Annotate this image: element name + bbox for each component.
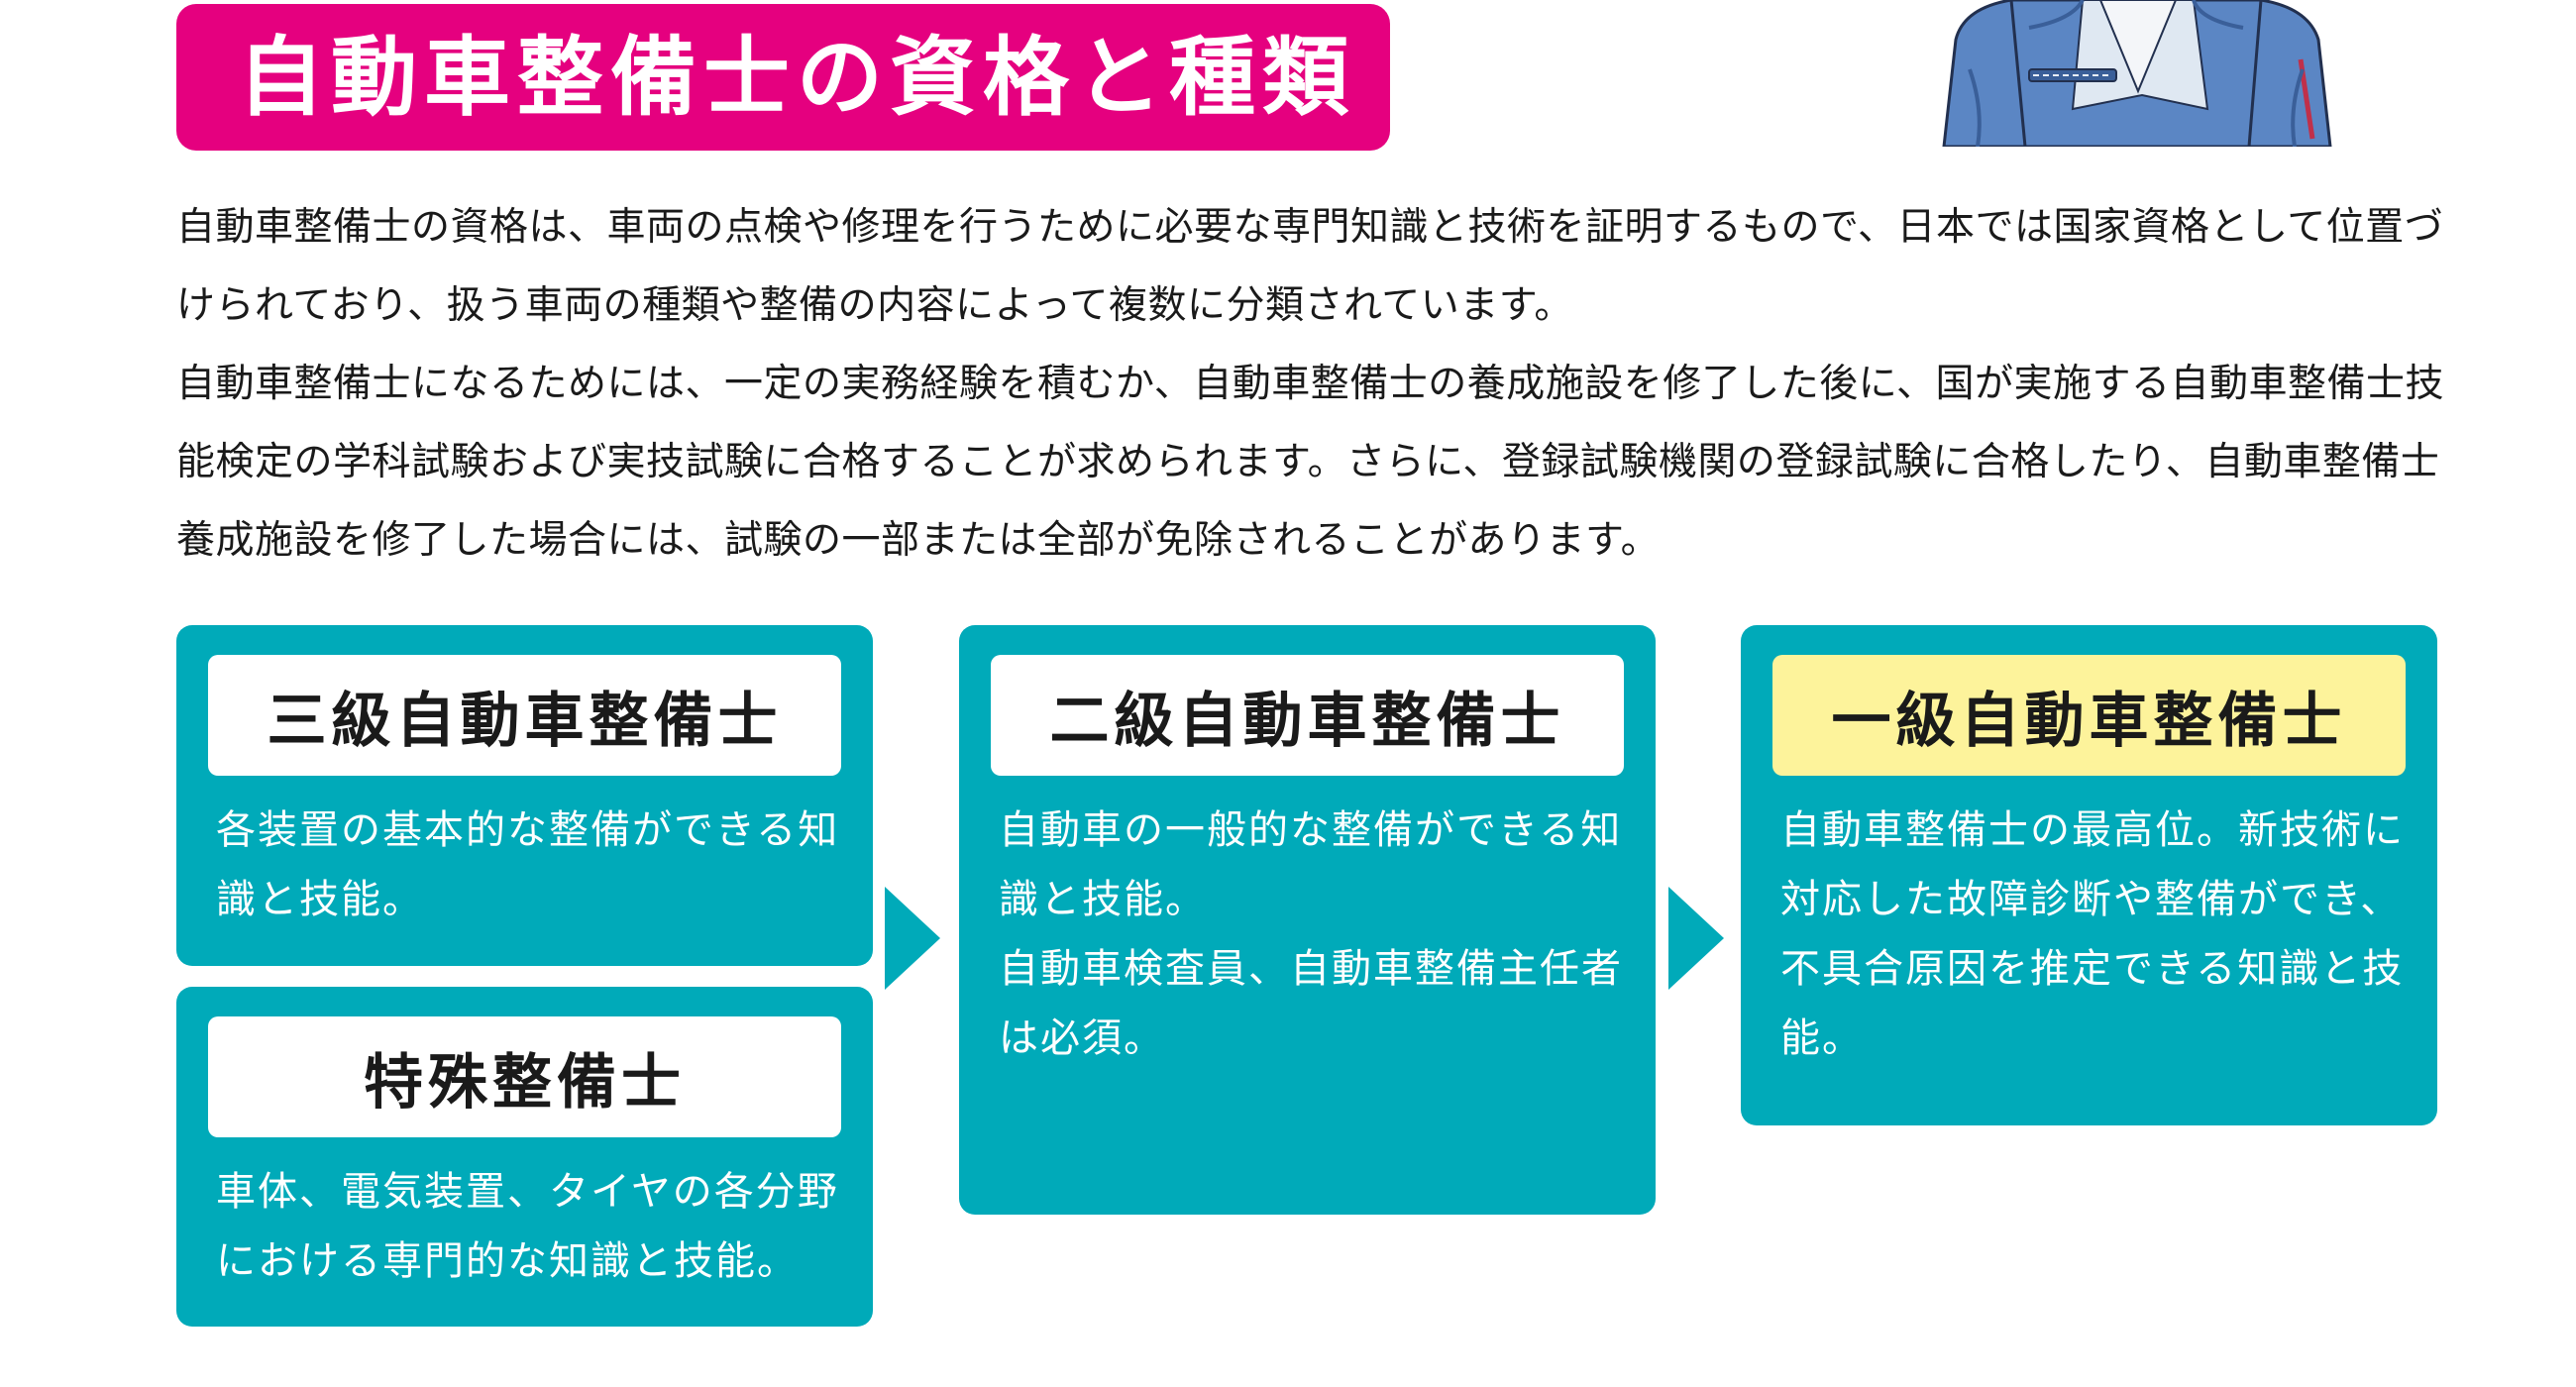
card-description: 各装置の基本的な整備ができる知識と技能。	[216, 807, 840, 922]
card-title: 特殊整備士	[208, 1016, 841, 1137]
card-title: 一級自動車整備士	[1772, 655, 2406, 776]
card-title: 三級自動車整備士	[208, 655, 841, 776]
mechanic-illustration	[1942, 0, 2332, 147]
intro-paragraph: 自動車整備士の資格は、車両の点検や修理を行うために必要な専門知識と技術を証明する…	[176, 205, 2444, 328]
page-title: 自動車整備士の資格と種類	[238, 26, 1355, 128]
intro-paragraph: 自動車整備士になるためには、一定の実務経験を積むか、自動車整備士の養成施設を修了…	[176, 362, 2445, 563]
card-grade3: 三級自動車整備士 各装置の基本的な整備ができる知識と技能。	[176, 625, 873, 966]
card-special: 特殊整備士 車体、電気装置、タイヤの各分野における専門的な知識と技能。	[176, 987, 873, 1327]
intro-text: 自動車整備士の資格は、車両の点検や修理を行うために必要な専門知識と技術を証明する…	[176, 188, 2445, 580]
card-description: 自動車整備士の最高位。新技術に対応した故障診断や整備ができ、不具合原因を推定でき…	[1780, 807, 2405, 1061]
title-banner: 自動車整備士の資格と種類	[176, 4, 1390, 151]
arrow-right-icon	[1668, 887, 1724, 990]
card-description: 自動車の一般的な整備ができる知識と技能。 自動車検査員、自動車整備主任者は必須。	[999, 807, 1623, 1061]
card-description: 車体、電気装置、タイヤの各分野における専門的な知識と技能。	[216, 1169, 839, 1284]
card-grade1: 一級自動車整備士 自動車整備士の最高位。新技術に対応した故障診断や整備ができ、不…	[1741, 625, 2437, 1125]
card-title: 二級自動車整備士	[991, 655, 1624, 776]
card-grade2: 二級自動車整備士 自動車の一般的な整備ができる知識と技能。 自動車検査員、自動車…	[959, 625, 1656, 1215]
arrow-right-icon	[885, 887, 940, 990]
